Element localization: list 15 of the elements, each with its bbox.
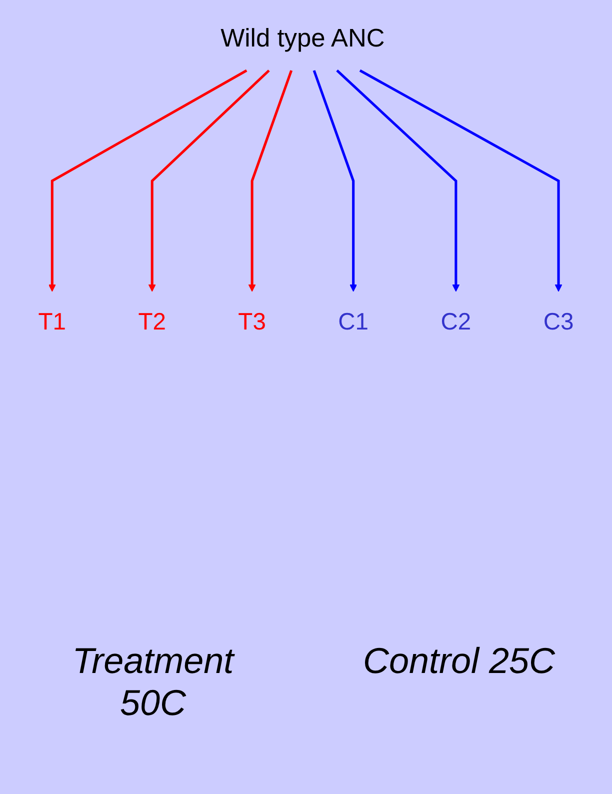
node-text: C2 [440,308,472,335]
arrow [336,70,460,292]
arrow [148,70,270,292]
node-text: T2 [138,308,166,335]
node-text: C3 [543,308,574,335]
node-text: T1 [38,308,66,335]
arrow [248,70,293,292]
arrow [48,69,248,292]
arrow [312,70,358,292]
node-text: T3 [238,308,266,335]
group-caption: Control 25C [362,640,556,683]
group-caption: Treatment 50C [71,640,236,724]
arrow [359,69,562,292]
node-text: Wild type ANC [220,24,385,53]
node-text: C1 [338,308,369,335]
